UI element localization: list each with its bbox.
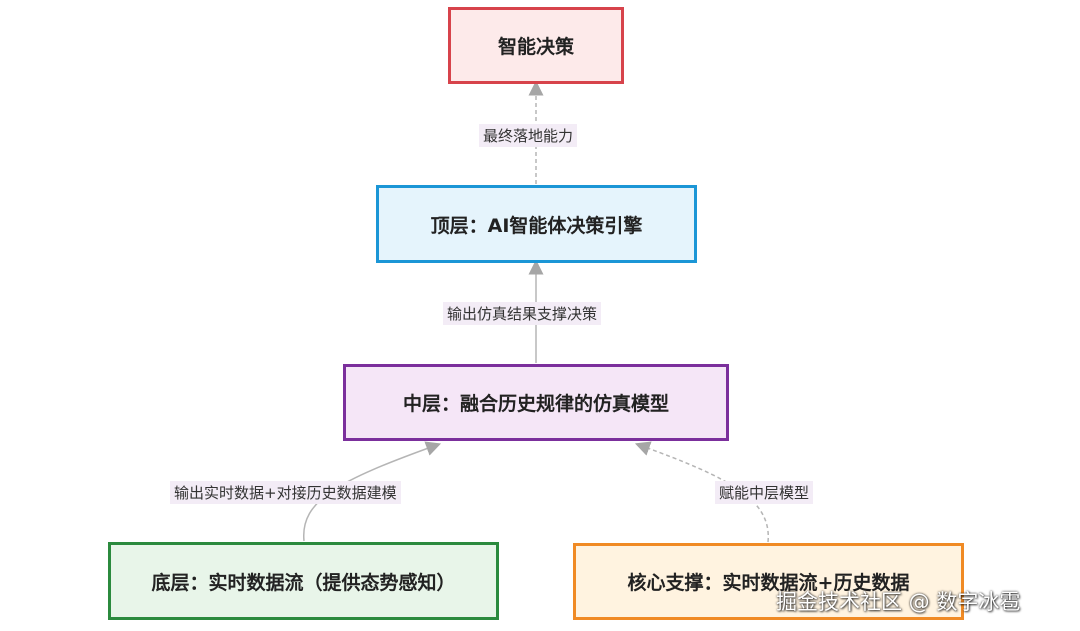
node-core-support-label: 核心支撑：实时数据流+历史数据 — [627, 572, 910, 594]
edge-label-core-to-sim: 赋能中层模型 — [715, 481, 814, 504]
edge-label-sim-to-ai: 输出仿真结果支撑决策 — [443, 302, 602, 325]
node-core-support: 核心支撑：实时数据流+历史数据 — [573, 543, 964, 620]
node-decision: 智能决策 — [448, 7, 624, 84]
node-simulation-label: 中层：融合历史规律的仿真模型 — [402, 393, 669, 415]
edge-core-to-sim — [634, 441, 769, 543]
edge-label-realtime-to-sim: 输出实时数据+对接历史数据建模 — [170, 481, 401, 504]
node-ai-engine: 顶层：AI智能体决策引擎 — [376, 185, 697, 263]
node-simulation: 中层：融合历史规律的仿真模型 — [343, 364, 729, 441]
node-realtime: 底层：实时数据流（提供态势感知） — [108, 542, 499, 620]
edge-label-ai-to-decision: 最终落地能力 — [479, 124, 578, 147]
watermark: 掘金技术社区 @ 数字冰雹 — [776, 590, 1021, 614]
node-ai-engine-label: 顶层：AI智能体决策引擎 — [430, 214, 643, 237]
node-realtime-label: 底层：实时数据流（提供态势感知） — [151, 571, 456, 594]
node-decision-label: 智能决策 — [497, 36, 574, 58]
